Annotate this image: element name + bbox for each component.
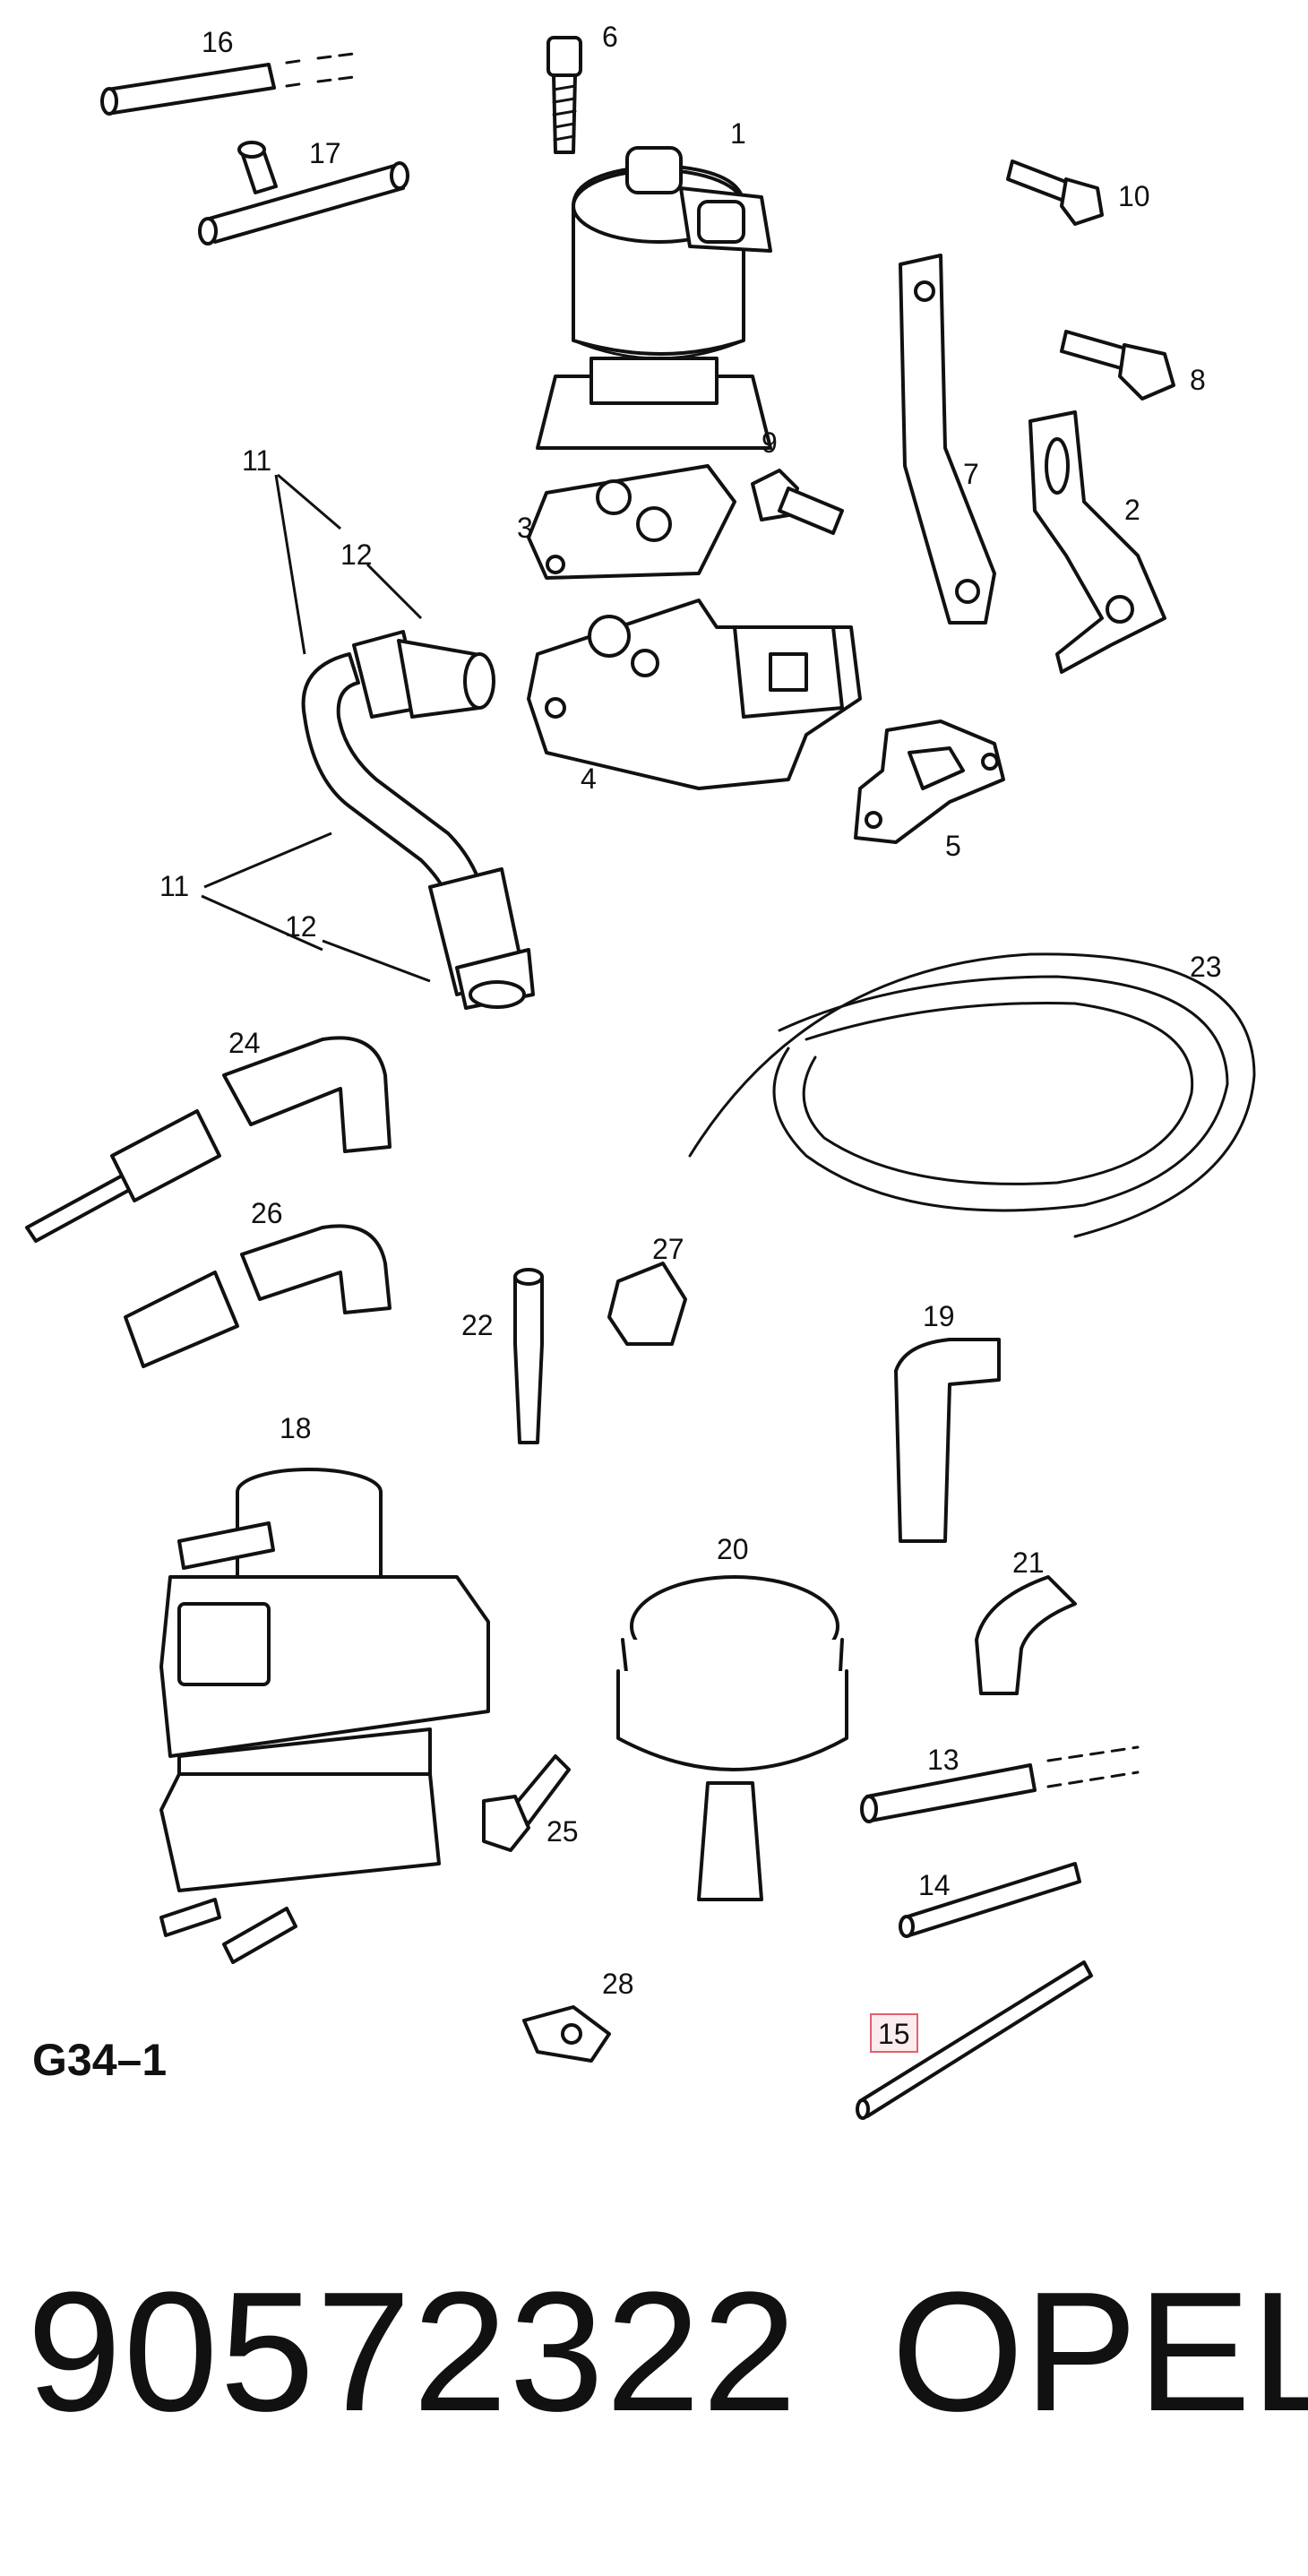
part-11-12-egr-pipe (301, 630, 535, 1010)
diagram-code: G34–1 (32, 2035, 168, 2085)
part-7-bracket (899, 254, 996, 625)
callout-12-upper: 12 (340, 538, 373, 571)
callout-25: 25 (546, 1815, 579, 1848)
part-4-adapter (527, 599, 862, 790)
part-27-clip (607, 1262, 687, 1346)
callout-13: 13 (927, 1744, 959, 1776)
part-10-bolt (1006, 159, 1104, 226)
callout-22: 22 (461, 1309, 494, 1341)
leader-lines (201, 473, 431, 983)
part-25-bolt (482, 1754, 571, 1852)
part-19-elbow-hose (894, 1338, 1001, 1543)
callout-11-lower: 11 (159, 870, 189, 902)
callout-21: 21 (1012, 1546, 1045, 1579)
callout-19: 19 (923, 1300, 955, 1332)
part-23-coiled-tube (688, 952, 1256, 1238)
callout-15-highlight (870, 2013, 918, 2053)
callout-6: 6 (602, 21, 618, 53)
callout-11-upper: 11 (242, 444, 271, 477)
callout-27: 27 (652, 1233, 684, 1265)
callout-7: 7 (963, 458, 979, 490)
part-26-hose-assembly (124, 1224, 392, 1368)
callout-8: 8 (1190, 364, 1206, 396)
part-8-bolt (1060, 330, 1175, 401)
part-17-t-connector (198, 141, 409, 246)
callout-1: 1 (730, 117, 746, 150)
callout-4: 4 (581, 762, 597, 795)
callout-9: 9 (762, 426, 778, 459)
callout-15: 15 (878, 2018, 910, 2050)
part-5-small-gasket (854, 719, 1005, 844)
part-20-filter (616, 1575, 848, 1901)
callout-17: 17 (309, 137, 341, 169)
callout-28: 28 (602, 1968, 634, 2000)
callout-2: 2 (1124, 494, 1140, 526)
part-22-connector (513, 1268, 544, 1444)
part-9-bolt (751, 469, 844, 535)
callout-26: 26 (251, 1197, 283, 1229)
part-2-bracket (1028, 410, 1166, 674)
callout-3: 3 (517, 512, 533, 544)
callout-23: 23 (1190, 951, 1222, 983)
part-16-hose (100, 52, 356, 116)
part-21-elbow-hose (975, 1575, 1077, 1695)
part-1-egr-valve (536, 146, 772, 450)
part-14-hose (899, 1862, 1081, 1938)
callout-18: 18 (280, 1412, 312, 1444)
callouts: 16 17 6 1 10 8 9 7 2 3 4 5 11 12 11 12 2… (159, 21, 1222, 2050)
callout-10: 10 (1118, 180, 1150, 212)
part-number: 90572322 (27, 2257, 799, 2447)
part-28-clip-nut (522, 2005, 611, 2063)
part-13-hose (860, 1745, 1140, 1823)
part-15-hose (856, 1960, 1093, 2120)
callout-12-lower: 12 (285, 910, 317, 943)
callout-20: 20 (717, 1533, 749, 1565)
brand-name: OPEL (891, 2257, 1308, 2447)
part-24-hose-assembly (25, 1036, 392, 1243)
part-18-solenoid-valve (159, 1468, 490, 1964)
callout-16: 16 (202, 26, 234, 58)
part-6-bolt (546, 36, 582, 154)
callout-14: 14 (918, 1869, 951, 1901)
callout-24: 24 (228, 1027, 261, 1059)
part-3-gasket (527, 464, 736, 580)
callout-5: 5 (945, 830, 961, 862)
